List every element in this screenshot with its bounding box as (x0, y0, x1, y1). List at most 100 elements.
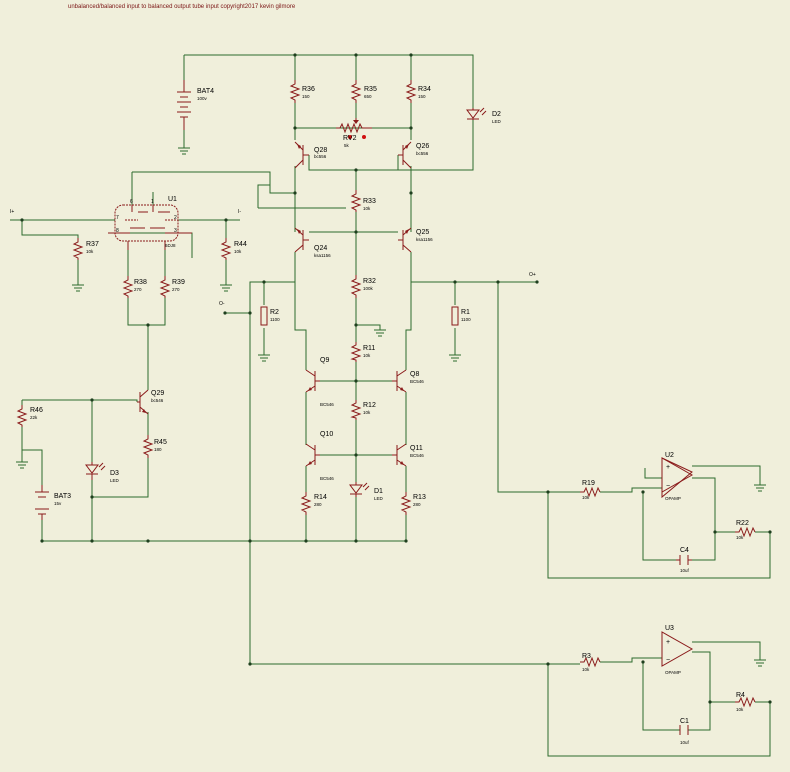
u3-ref: U3 (665, 625, 674, 632)
resistor-r3[interactable]: R3 10k (580, 653, 601, 672)
resistor-r46[interactable]: R46 22k (16, 405, 43, 427)
terminal-out-minus[interactable]: O- (219, 301, 225, 307)
bat3-value: 15v (54, 501, 62, 506)
battery-bat3[interactable]: BAT3 15v (35, 485, 71, 520)
transistor-q9[interactable]: Q9 BC546 (305, 357, 334, 407)
q26-value: bc556 (416, 151, 429, 156)
resistor-r11[interactable]: R11 10k (350, 342, 375, 362)
resistor-r36[interactable]: R36 150 (289, 80, 315, 103)
tube-u1[interactable]: U1 6DJ8 7 2 8 3 6 1 (108, 196, 192, 250)
r13-value: 280 (413, 502, 421, 507)
d3-ref: D3 (110, 470, 119, 477)
r35-ref: R35 (364, 86, 377, 93)
r35-value: 650 (364, 94, 372, 99)
transistor-q26[interactable]: Q26 bc556 (398, 141, 429, 169)
rv2-ref: RV2 (343, 135, 357, 142)
c4-value: 10uf (680, 568, 690, 573)
resistor-r45[interactable]: R45 180 (142, 435, 167, 458)
transistor-q28[interactable]: Q28 bc556 (294, 141, 327, 169)
q11-ref: Q11 (410, 445, 423, 452)
r46-value: 22k (30, 415, 38, 420)
resistor-r33[interactable]: R33 10k (350, 190, 376, 212)
q8-ref: Q8 (410, 371, 419, 378)
opamp-u2[interactable]: + − U2 OPAMP (661, 452, 694, 501)
q29-value: bc546 (151, 398, 164, 403)
resistor-r34[interactable]: R34 150 (405, 80, 431, 103)
resistor-r4[interactable]: R4 10k (735, 692, 756, 712)
resistor-r14[interactable]: R14 280 (300, 492, 327, 515)
c1-ref: C1 (680, 718, 689, 725)
d3-value: LED (110, 478, 120, 483)
transistor-q29[interactable]: Q29 bc546 (137, 389, 164, 415)
resistor-r39[interactable]: R39 270 (159, 276, 185, 298)
r4-ref: R4 (736, 692, 745, 699)
probe-dot-left (348, 135, 352, 139)
battery-bat4[interactable]: BAT4 100v (177, 80, 214, 130)
r45-value: 180 (154, 447, 162, 452)
wires (10, 54, 771, 757)
led-d2[interactable]: D2 LED (466, 107, 502, 124)
capacitor-c4[interactable]: C4 10uf (676, 547, 692, 573)
terminal-out-plus-label: O+ (529, 272, 536, 278)
led-d1[interactable]: D1 LED (349, 482, 384, 501)
transistor-q25[interactable]: Q25 ksa1156 (398, 227, 433, 253)
u1-pin-7: 7 (116, 215, 119, 221)
r44-value: 10k (234, 249, 242, 254)
r33-ref: R33 (363, 198, 376, 205)
r36-ref: R36 (302, 86, 315, 93)
resistor-r44[interactable]: R44 10k (220, 238, 247, 260)
r39-value: 270 (172, 287, 180, 292)
transistor-q24[interactable]: Q24 ksa1156 (294, 227, 331, 258)
resistor-r19[interactable]: R19 10k (580, 480, 601, 500)
c4-ref: C4 (680, 547, 689, 554)
u1-pin-8: 8 (116, 228, 119, 234)
terminal-in-minus[interactable]: I- (238, 209, 241, 215)
terminal-in-minus-label: I- (238, 209, 241, 215)
opamp-u3[interactable]: + − U3 OPAMP (661, 625, 694, 675)
bat4-ref: BAT4 (197, 88, 214, 95)
c1-value: 10uf (680, 740, 690, 745)
potentiometer-rv2[interactable]: RV2 5k (336, 118, 372, 148)
resistor-r32[interactable]: R32 100k (350, 275, 376, 298)
resistor-r13[interactable]: R13 280 (400, 492, 426, 515)
resistor-r1[interactable]: R1 1100 (451, 306, 471, 326)
transistor-q11[interactable]: Q11 BC546 (392, 443, 424, 467)
resistor-r12[interactable]: R12 10k (350, 400, 376, 420)
q10-ref: Q10 (320, 431, 333, 438)
u3-minus-sign: − (666, 657, 670, 664)
r11-value: 10k (363, 353, 371, 358)
led-d3[interactable]: D3 LED (85, 462, 120, 483)
q28-ref: Q28 (314, 147, 327, 154)
r34-ref: R34 (418, 86, 431, 93)
r38-value: 270 (134, 287, 142, 292)
resistor-r38[interactable]: R38 270 (122, 276, 147, 298)
r37-value: 10k (86, 249, 94, 254)
r32-value: 100k (363, 286, 374, 291)
q9-value: BC546 (320, 402, 334, 407)
capacitor-c1[interactable]: C1 10uf (679, 718, 690, 745)
resistor-r2[interactable]: R2 1100 (260, 306, 280, 326)
r46-ref: R46 (30, 407, 43, 414)
r19-value: 10k (582, 495, 590, 500)
q24-ref: Q24 (314, 245, 327, 252)
r36-value: 150 (302, 94, 310, 99)
r11-ref: R11 (363, 345, 375, 352)
resistor-r22[interactable]: R22 10k (735, 520, 756, 540)
resistor-r37[interactable]: R37 10k (72, 238, 99, 260)
r3-ref: R3 (582, 653, 591, 660)
r4-value: 10k (736, 707, 744, 712)
r14-value: 280 (314, 502, 322, 507)
r1-ref: R1 (461, 309, 470, 316)
r22-ref: R22 (736, 520, 749, 527)
terminal-in-plus[interactable]: I+ (10, 209, 14, 215)
resistor-r35[interactable]: R35 650 (350, 80, 377, 103)
bat3-ref: BAT3 (54, 493, 71, 500)
u1-value: 6DJ8 (165, 243, 176, 248)
terminal-out-plus[interactable]: O+ (529, 272, 536, 278)
r2-ref: R2 (270, 309, 279, 316)
r39-ref: R39 (172, 279, 185, 286)
q8-value: BC546 (410, 379, 424, 384)
transistor-q10[interactable]: Q10 BC546 (305, 431, 334, 481)
transistor-q8[interactable]: Q8 BC546 (392, 369, 424, 393)
